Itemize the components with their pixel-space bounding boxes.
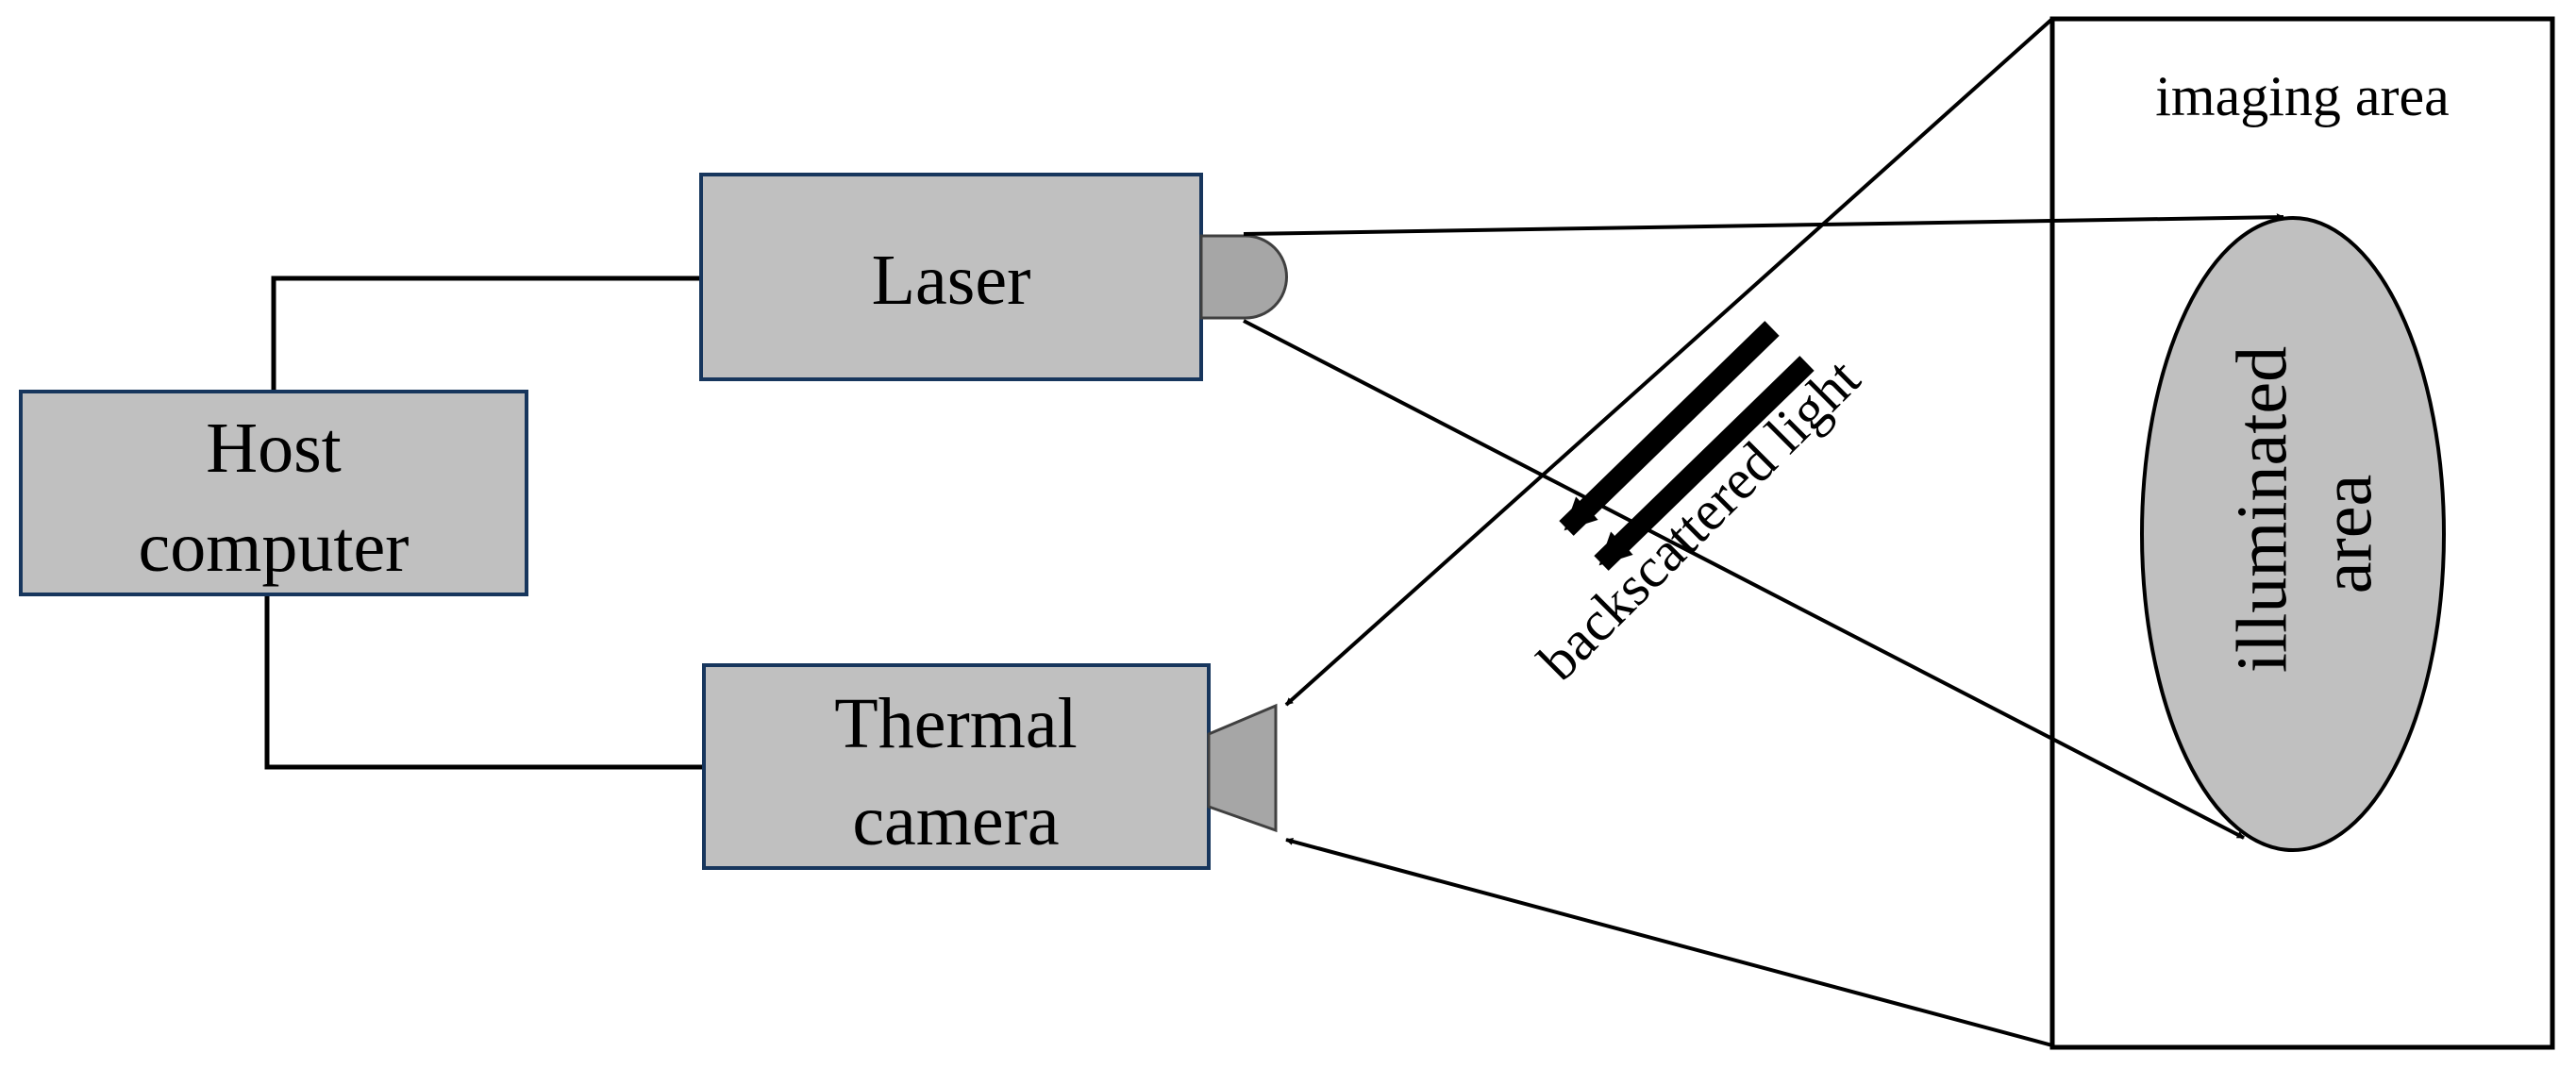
laser-label: Laser	[872, 241, 1031, 320]
laser-box	[699, 173, 1203, 381]
thermal-camera-label-line2: camera	[852, 781, 1059, 860]
laser-ray-lower	[1243, 319, 2245, 840]
return-ray-lower	[1285, 838, 2053, 1047]
thermal-camera-box	[702, 663, 1211, 870]
laser-emitter-icon	[1199, 234, 1288, 320]
laser-node: Laser	[699, 173, 1288, 381]
illuminated-area-region: illuminated area	[2140, 216, 2446, 852]
host-laser-wire	[271, 276, 701, 392]
backscatter-arrow-1	[1559, 321, 1780, 536]
host-computer-label-line1: Host	[206, 409, 342, 488]
illuminated-area-ellipse	[2140, 216, 2446, 852]
host-computer-node: Host computer	[19, 390, 528, 596]
imaging-area-frame	[2049, 16, 2555, 1050]
backscatter-arrow-2	[1594, 356, 1815, 571]
imaging-area-region: imaging area	[2049, 16, 2555, 1050]
illuminated-area-label-line1: illuminated	[2222, 346, 2301, 673]
camera-lens-icon	[1207, 703, 1278, 833]
host-camera-wire	[264, 594, 704, 770]
laser-ray-upper	[1243, 213, 2284, 236]
thermal-camera-node: Thermal camera	[702, 663, 1278, 870]
imaging-area-label: imaging area	[2155, 65, 2450, 127]
host-computer-label-line2: computer	[138, 508, 409, 587]
illuminated-area-label-line2: area	[2307, 475, 2386, 594]
thermal-camera-label-line1: Thermal	[834, 684, 1077, 763]
return-ray-upper	[1284, 17, 2054, 707]
host-computer-box	[19, 390, 528, 596]
